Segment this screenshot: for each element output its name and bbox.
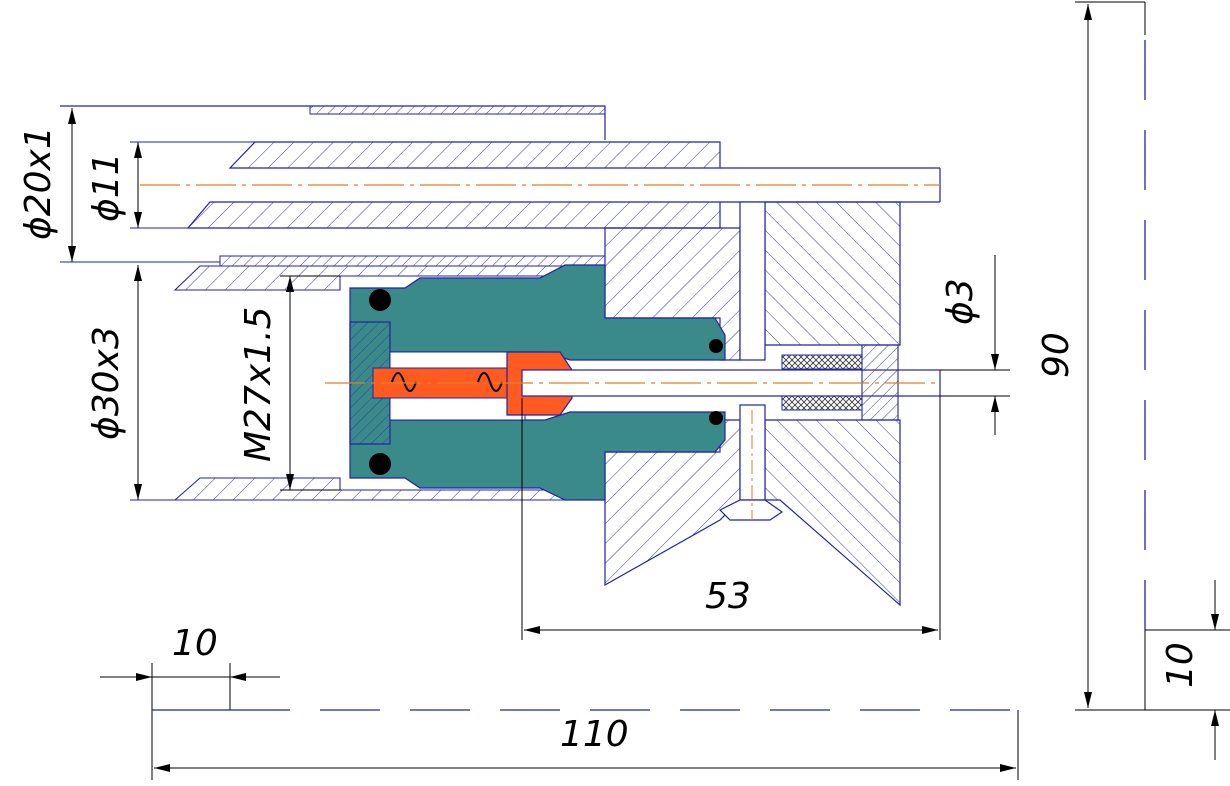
boundary-dashed-lines xyxy=(230,40,1146,711)
dimension-lines xyxy=(68,1,1230,780)
o-ring-seals xyxy=(369,289,723,475)
dim-housing-tube: ϕ30x3 xyxy=(86,326,127,440)
o-ring-seal-icon xyxy=(709,339,723,353)
dim-pin: ϕ3 xyxy=(940,278,981,325)
dim-pin-offset: 90 xyxy=(1036,332,1077,378)
center-lines xyxy=(140,184,940,384)
o-ring-seal-icon xyxy=(369,453,391,475)
dim-insert-depth: 53 xyxy=(705,576,751,617)
inner-tube-section xyxy=(130,141,941,229)
outer-tube-section xyxy=(60,105,606,140)
dim-outer-tube: ϕ20x1 xyxy=(18,126,59,240)
mounting-block xyxy=(604,201,901,607)
dim-bottom-margin: 10 xyxy=(1160,642,1201,688)
dim-thread: M27x1.5 xyxy=(238,307,279,462)
dim-left-margin: 10 xyxy=(172,623,218,664)
dimension-labels: ϕ20x1 ϕ11 ϕ30x3 M27x1.5 ϕ3 90 53 10 110 … xyxy=(18,126,1201,755)
o-ring-seal-icon xyxy=(709,411,723,425)
dim-inner-bore: ϕ11 xyxy=(86,152,127,222)
o-ring-seal-icon xyxy=(369,289,391,311)
dim-total-width: 110 xyxy=(560,714,629,755)
plunger-assembly xyxy=(372,344,941,421)
coil-spring-icon xyxy=(391,372,503,392)
